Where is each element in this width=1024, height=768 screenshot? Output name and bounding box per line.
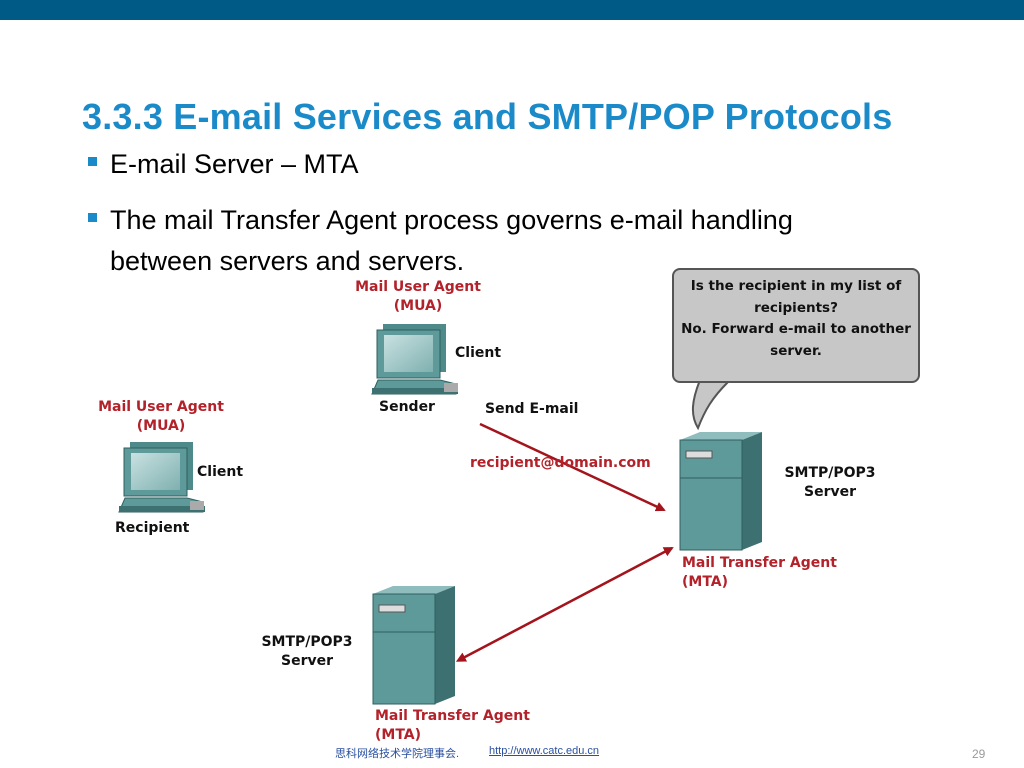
server-bottom-label: SMTP/POP3 Server: [252, 634, 362, 669]
bullet-square-icon: [88, 213, 97, 222]
recipient-mua-line-1: Mail User Agent: [98, 399, 224, 415]
server-bottom-mta-line-1: Mail Transfer Agent: [375, 708, 530, 724]
bullet-item-2: The mail Transfer Agent process governs …: [88, 200, 870, 282]
server-right-mta-line-2: (MTA): [682, 574, 729, 590]
server-to-server-arrow: [455, 546, 674, 662]
slide-title: 3.3.3 E-mail Services and SMTP/POP Proto…: [82, 96, 893, 137]
bullet-square-icon: [88, 157, 97, 166]
callout-line-3: No. Forward e-mail to another: [681, 321, 911, 337]
server-right-label: SMTP/POP3 Server: [775, 465, 885, 500]
recipient-mua-line-2: (MUA): [136, 418, 186, 434]
sender-mua-line-2: (MUA): [393, 298, 443, 314]
page-number: 29: [972, 747, 986, 761]
server-right-mta-label: Mail Transfer Agent (MTA): [682, 555, 837, 590]
send-email-label: Send E-mail: [485, 401, 579, 417]
callout-line-4: server.: [770, 342, 822, 359]
smtp-pop3-server-right-icon: [679, 432, 762, 551]
recipient-client-label: Client: [197, 464, 244, 480]
server-bottom-mta-label: Mail Transfer Agent (MTA): [375, 708, 530, 743]
sender-computer-icon: [371, 324, 458, 395]
recipient-role-label: Recipient: [115, 520, 190, 536]
callout-tail: [692, 378, 731, 431]
callout-line-2: recipients?: [754, 299, 838, 316]
server-bottom-line-1: SMTP/POP3: [261, 634, 353, 650]
recipient-computer-icon: [118, 442, 205, 513]
server-right-line-2: Server: [803, 484, 856, 500]
bullet-text-2: The mail Transfer Agent process governs …: [110, 205, 793, 276]
bullet-item-1: E-mail Server – MTA: [88, 144, 359, 185]
sender-mua-line-1: Mail User Agent: [355, 279, 481, 295]
callout-bubble: [672, 268, 920, 383]
sender-client-label: Client: [455, 345, 502, 361]
header-bar: [0, 0, 1024, 20]
send-email-arrow: [479, 422, 666, 512]
server-right-line-1: SMTP/POP3: [784, 465, 876, 481]
footer-link[interactable]: http://www.catc.edu.cn: [489, 745, 600, 757]
footer-organization: 思科网络技术学院理事会.: [335, 748, 460, 760]
callout-text: Is the recipient in my list of recipient…: [672, 276, 920, 362]
recipient-mua-label: Mail User Agent (MUA): [95, 399, 227, 434]
server-bottom-line-2: Server: [280, 653, 333, 669]
server-right-mta-line-1: Mail Transfer Agent: [682, 555, 837, 571]
server-bottom-mta-line-2: (MTA): [375, 727, 422, 743]
sender-role-label: Sender: [379, 399, 435, 415]
smtp-pop3-server-bottom-icon: [372, 586, 455, 705]
sender-mua-label: Mail User Agent (MUA): [352, 279, 484, 314]
callout-line-1: Is the recipient in my list of: [690, 278, 902, 294]
bullet-text-1: E-mail Server – MTA: [110, 149, 359, 179]
recipient-address-label: recipient@domain.com: [470, 455, 651, 471]
